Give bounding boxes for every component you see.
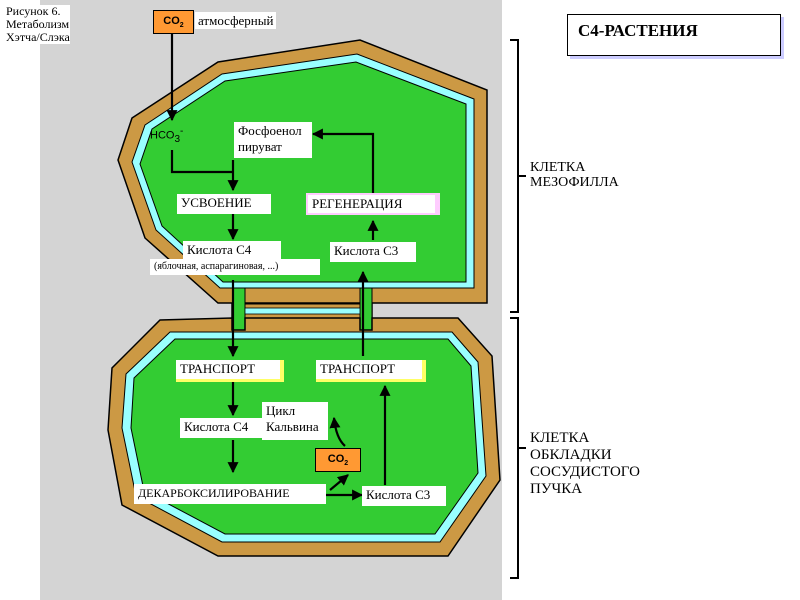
- mesophyll-c4-acid-label: Кислота С4: [183, 241, 281, 259]
- assimilation-box: УСВОЕНИЕ: [177, 194, 271, 214]
- bundle-side-line-3: СОСУДИСТОГО: [530, 464, 640, 480]
- co2-released-text: CO: [327, 453, 345, 465]
- membrane-strip: [244, 307, 361, 315]
- arrow-co2-to-calvin: [329, 416, 346, 447]
- caption-line-1: Рисунок 6.: [6, 4, 61, 18]
- calvin-cycle-box: Цикл Кальвина: [262, 402, 328, 440]
- channel-right: [359, 287, 373, 331]
- decarboxylation-box: ДЕКАРБОКСИЛИРОВАНИЕ: [134, 484, 326, 504]
- diagram-title: С4-РАСТЕНИЯ: [567, 14, 781, 56]
- mesophyll-cell: [117, 39, 488, 319]
- calvin-line-1: Цикл: [266, 403, 296, 418]
- caption-line-2: Метаболизм: [6, 17, 70, 31]
- co2-subscript: 2: [179, 22, 184, 30]
- figure-caption: Рисунок 6. Метаболизм Хэтча/Слэка: [6, 5, 70, 44]
- arrow-regeneration-to-pep: [311, 128, 375, 193]
- transport-left-box: ТРАНСПОРТ: [176, 360, 284, 382]
- hco3-subscript: 3: [174, 133, 181, 145]
- bracket-bundle-sheath: [510, 317, 526, 579]
- hco3-label: HCO3-: [150, 124, 183, 148]
- atmospheric-label: атмосферный: [195, 12, 277, 29]
- calvin-line-2: Кальвина: [266, 419, 319, 434]
- bundle-sheath-side-label: КЛЕТКА ОБКЛАДКИ СОСУДИСТОГО ПУЧКА: [530, 430, 640, 498]
- arrow-decarb-to-co2: [329, 474, 349, 491]
- bundle-c4-acid-label: Кислота С4: [180, 418, 264, 438]
- pep-box: Фосфоенол пируват: [234, 122, 312, 158]
- hco3-superscript: -: [180, 126, 184, 137]
- hco3-text: HCO: [150, 129, 175, 142]
- regeneration-box: РЕГЕНЕРАЦИЯ: [306, 193, 440, 215]
- bundle-c3-acid-label: Кислота С3: [362, 486, 446, 506]
- c4-acid-examples-label: (яблочная, аспарагиновая, ...): [150, 259, 320, 275]
- mesophyll-cytoplasm: [139, 61, 467, 283]
- mesophyll-c3-acid-label: Кислота С3: [330, 242, 416, 262]
- pep-line-1: Фосфоенол: [238, 123, 302, 138]
- co2-released-box: CO2: [315, 448, 361, 472]
- bundle-side-line-2: ОБКЛАДКИ: [530, 447, 612, 463]
- channel-left: [232, 287, 246, 331]
- bracket-mesophyll: [510, 39, 526, 313]
- flow-arrows: [166, 34, 391, 501]
- co2-released-subscript: 2: [344, 460, 349, 468]
- bundle-side-line-1: КЛЕТКА: [530, 430, 590, 446]
- caption-line-3: Хэтча/Слэка: [6, 30, 70, 44]
- co2-atmospheric-box: CO2: [153, 10, 194, 34]
- mesophyll-side-label: КЛЕТКА МЕЗОФИЛЛА: [530, 160, 619, 190]
- mesophyll-side-line-1: КЛЕТКА: [530, 160, 586, 175]
- mesophyll-side-line-2: МЕЗОФИЛЛА: [530, 175, 619, 190]
- pep-line-2: пируват: [238, 139, 282, 154]
- side-brackets: [510, 39, 526, 579]
- co2-text: CO: [163, 15, 180, 27]
- bundle-side-line-4: ПУЧКА: [530, 481, 583, 497]
- arrow-hco3-to-assimilation: [170, 150, 233, 174]
- transport-right-box: ТРАНСПОРТ: [316, 360, 426, 382]
